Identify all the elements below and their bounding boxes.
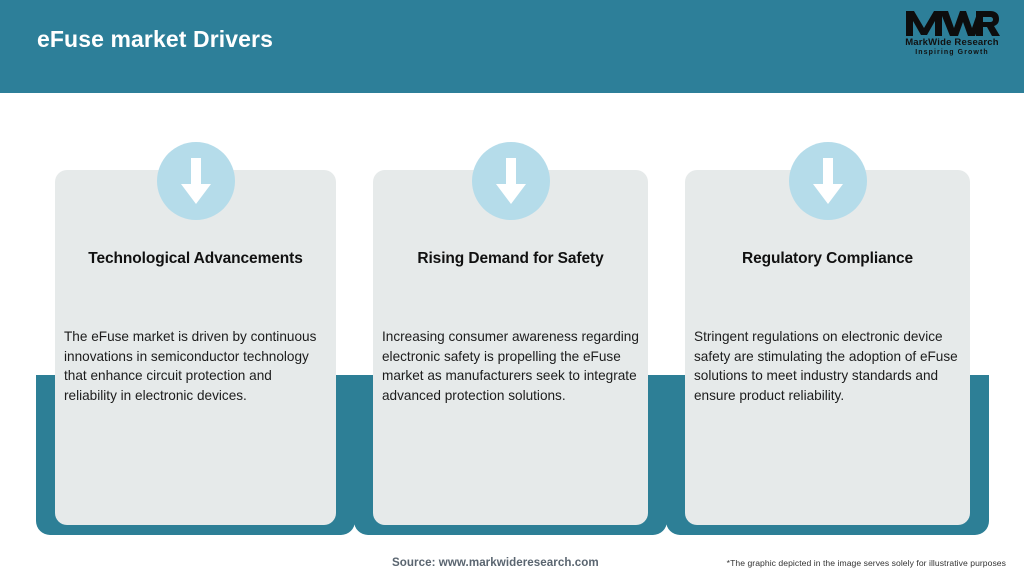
card-body-text: The eFuse market is driven by continuous… bbox=[64, 329, 317, 403]
card-title: Regulatory Compliance bbox=[741, 250, 914, 267]
arrow-down-icon bbox=[812, 158, 843, 204]
card-panel: Regulatory Compliance Stringent regulati… bbox=[685, 142, 970, 525]
source-label: Source: www.markwideresearch.com bbox=[392, 556, 599, 569]
card-title: Rising Demand for Safety bbox=[417, 250, 604, 267]
card-panel: Technological Advancements The eFuse mar… bbox=[55, 142, 336, 525]
logo-tagline: Inspiring Growth bbox=[915, 49, 989, 56]
card-panel: Rising Demand for Safety Increasing cons… bbox=[373, 142, 648, 525]
mwr-monogram-icon bbox=[906, 11, 1000, 36]
arrow-down-icon bbox=[495, 158, 526, 204]
arrow-down-icon bbox=[180, 158, 211, 204]
card-body-text: Increasing consumer awareness regarding … bbox=[382, 329, 639, 403]
card-icon-badge bbox=[788, 142, 867, 220]
logo-company-name: MarkWide Research bbox=[905, 37, 999, 48]
disclaimer-note: *The graphic depicted in the image serve… bbox=[726, 558, 1006, 568]
card-title: Technological Advancements bbox=[88, 250, 303, 267]
card-body-text: Stringent regulations on electronic devi… bbox=[694, 329, 958, 403]
card-icon-badge bbox=[156, 142, 235, 220]
page-title: eFuse market Drivers bbox=[37, 26, 273, 52]
card-icon-badge bbox=[471, 142, 550, 220]
brand-logo: MarkWide Research Inspiring Growth bbox=[898, 8, 1006, 64]
header-band: eFuse market Drivers MarkWide Research I… bbox=[0, 0, 1024, 93]
